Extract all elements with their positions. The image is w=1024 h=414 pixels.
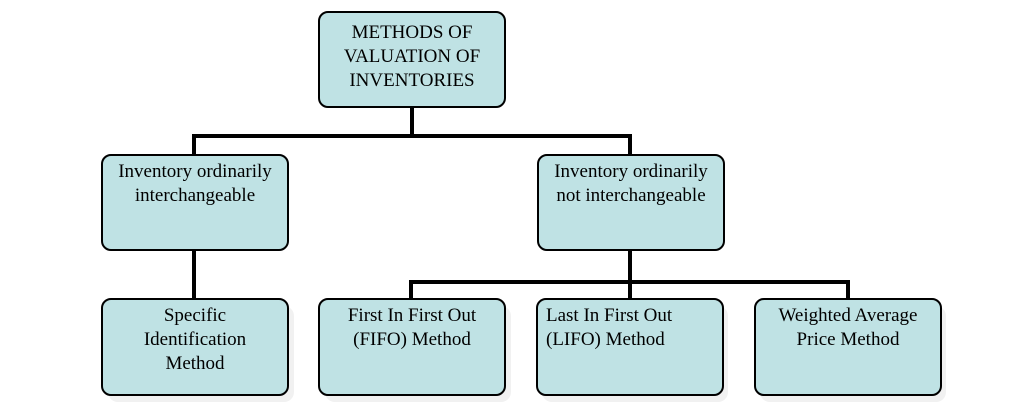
root-node: METHODS OF VALUATION OF INVENTORIES (318, 11, 506, 108)
lifo-line-2: (LIFO) Method (546, 329, 665, 350)
specific-identification-node: Specific Identification Method (101, 298, 289, 396)
not-interchangeable-line-2: not interchangeable (556, 185, 706, 206)
not-interchangeable-up-connector (628, 134, 632, 156)
interchangeable-line-2: interchangeable (134, 185, 256, 206)
not-interchangeable-line-1: Inventory ordinarily (554, 161, 708, 182)
interchangeable-down-connector (192, 250, 196, 300)
root-down-connector (410, 106, 414, 138)
specific-identification-line-2: Identification (143, 329, 247, 350)
lifo-line-1: Last In First Out (546, 305, 673, 326)
specific-identification-line-3: Method (165, 353, 225, 374)
not-interchangeable-down-connector (628, 250, 632, 283)
root-line-3: INVENTORIES (349, 70, 475, 91)
fifo-up-connector (409, 280, 413, 300)
interchangeable-line-1: Inventory ordinarily (118, 161, 272, 182)
specific-identification-line-1: Specific (163, 305, 227, 326)
lifo-up-connector (628, 280, 632, 300)
fifo-line-1: First In First Out (347, 305, 477, 326)
interchangeable-node: Inventory ordinarily interchangeable (101, 154, 289, 251)
level1-horizontal-connector (192, 134, 632, 138)
weighted-average-line-1: Weighted Average (778, 305, 918, 326)
interchangeable-up-connector (192, 134, 196, 156)
fifo-line-2: (FIFO) Method (353, 329, 471, 350)
root-line-2: VALUATION OF (343, 46, 481, 67)
weighted-average-line-2: Price Method (796, 329, 900, 350)
weighted-average-node: Weighted Average Price Method (754, 298, 942, 396)
weighted-average-up-connector (846, 280, 850, 300)
root-line-1: METHODS OF (351, 22, 473, 43)
lifo-node: Last In First Out (LIFO) Method (536, 298, 724, 396)
not-interchangeable-node: Inventory ordinarily not interchangeable (537, 154, 725, 251)
fifo-node: First In First Out (FIFO) Method (318, 298, 506, 396)
